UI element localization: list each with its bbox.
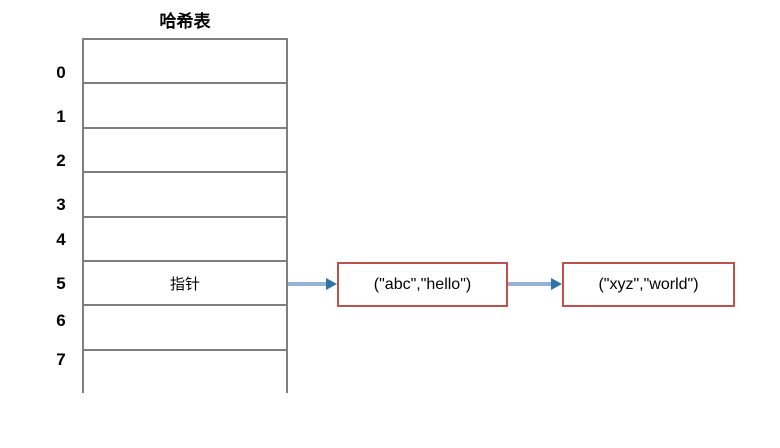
arrow-bucket-to-node-0 — [288, 278, 338, 290]
slot-index-label-7: 7 — [56, 350, 66, 369]
page-title: 哈希表 — [159, 12, 211, 31]
chain-node-1[interactable]: ("xyz","world") — [562, 262, 735, 307]
hash-slot-value-3 — [84, 173, 286, 215]
slot-index-label-4: 4 — [56, 230, 66, 249]
hash-slot-value-1 — [84, 84, 286, 126]
hash-slot-value-0 — [84, 40, 286, 82]
hash-table: 指针 — [82, 38, 288, 395]
hash-slot-value-2 — [84, 129, 286, 171]
hash-slot-2[interactable] — [84, 128, 286, 174]
hash-slot-7[interactable] — [84, 350, 286, 395]
hash-slot-value-5: 指针 — [169, 275, 200, 293]
hash-slot-value-7 — [84, 351, 286, 395]
arrow-node-0-to-node-1 — [508, 278, 563, 290]
arrow-shaft-icon — [508, 282, 552, 286]
hash-slot-3[interactable] — [84, 173, 286, 218]
slot-index-label-6: 6 — [56, 311, 66, 330]
slot-index-label-1: 1 — [56, 107, 66, 126]
hash-slot-0[interactable] — [84, 40, 286, 85]
chain-node-0[interactable]: ("abc","hello") — [337, 262, 508, 307]
slot-index-label-5: 5 — [56, 274, 66, 293]
slot-index-label-3: 3 — [56, 195, 66, 214]
hash-slot-1[interactable] — [84, 84, 286, 129]
slot-index-label-0: 0 — [56, 63, 66, 82]
hash-slot-6[interactable] — [84, 306, 286, 351]
hash-slot-value-6 — [84, 306, 286, 348]
slot-index-label-2: 2 — [56, 151, 66, 170]
arrow-head-icon — [551, 278, 562, 290]
hash-slot-4[interactable] — [84, 217, 286, 262]
hash-slot-value-4 — [84, 218, 286, 260]
arrow-head-icon — [326, 278, 337, 290]
hash-slot-5[interactable]: 指针 — [84, 261, 286, 307]
arrow-shaft-icon — [288, 282, 327, 286]
